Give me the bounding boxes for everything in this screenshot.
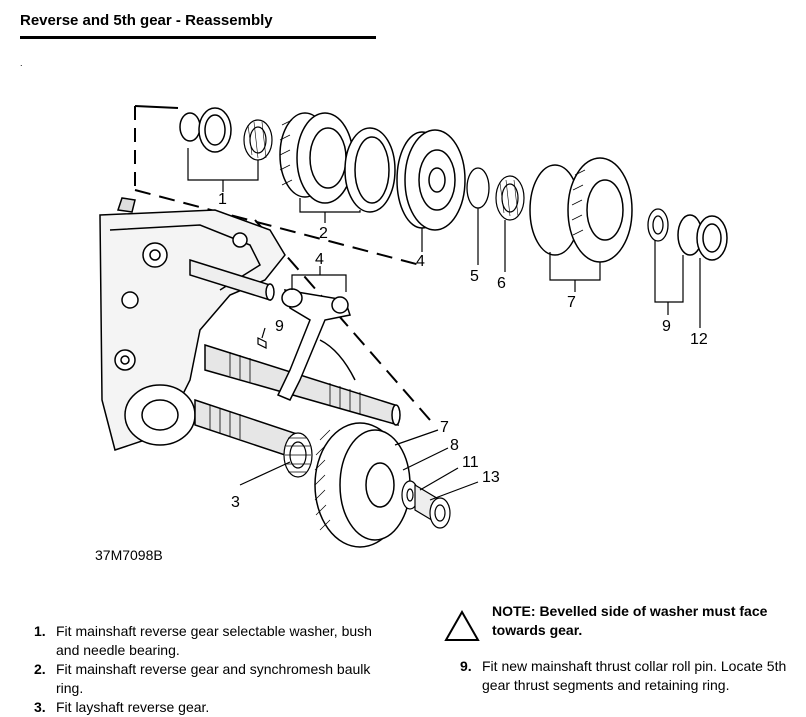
callout-9-pin: 9 — [275, 318, 284, 335]
roll-pin — [257, 337, 267, 349]
circlip — [466, 167, 490, 209]
thrust-collar — [677, 214, 728, 261]
title-underline — [20, 36, 376, 39]
warning-triangle-icon — [444, 610, 480, 641]
mainshaft — [204, 343, 401, 427]
synchro-hub — [396, 129, 466, 231]
step-number: 1. — [34, 623, 46, 639]
callout-13: 13 — [482, 469, 500, 486]
step-list: 1. Fit mainshaft reverse gear selectable… — [34, 622, 394, 717]
step-text: Fit new mainshaft thrust collar roll pin… — [482, 658, 787, 693]
fifth-gear-needle-bearing — [495, 175, 525, 221]
callout-2: 2 — [319, 225, 328, 242]
step-number: 2. — [34, 661, 46, 677]
step-text: Fit mainshaft reverse gear and synchrome… — [56, 661, 371, 696]
reverse-gear-bush — [179, 107, 232, 153]
baulk-ring — [344, 127, 396, 213]
step-1: 1. Fit mainshaft reverse gear selectable… — [34, 622, 394, 660]
figure-reference: 37M7098B — [95, 547, 163, 563]
fifth-gear-mainshaft — [529, 157, 633, 263]
callout-11: 11 — [462, 454, 479, 471]
callout-12: 12 — [690, 331, 708, 348]
step-number: 9. — [460, 658, 472, 674]
callout-4-top: 4 — [416, 253, 425, 270]
step-9: 9. Fit new mainshaft thrust collar roll … — [460, 657, 800, 695]
callout-5: 5 — [470, 268, 479, 285]
callout-leaders — [187, 148, 701, 501]
exploded-gear-diagram: 1 2 4 5 6 7 9 12 4 9 7 8 11 13 3 — [99, 105, 728, 548]
step-2: 2. Fit mainshaft reverse gear and synchr… — [34, 660, 394, 698]
assembly-bracket — [134, 105, 431, 421]
callout-9-top: 9 — [662, 318, 671, 335]
step-3: 3. Fit layshaft reverse gear. — [34, 698, 394, 717]
stray-mark: . — [20, 58, 23, 68]
retaining-collar — [414, 483, 451, 529]
callout-7-bottom: 7 — [440, 419, 449, 436]
fifth-gear-layshaft — [314, 422, 411, 548]
step-text: Fit mainshaft reverse gear selectable wa… — [56, 623, 372, 658]
callout-1: 1 — [218, 191, 227, 208]
step-number: 3. — [34, 699, 46, 715]
callout-7-top: 7 — [567, 294, 576, 311]
page-title: Reverse and 5th gear - Reassembly — [20, 12, 273, 29]
callout-8: 8 — [450, 437, 459, 454]
needle-bearing — [243, 119, 273, 161]
shaft-support-pin — [189, 258, 275, 302]
mainshaft-reverse-gear — [279, 112, 354, 204]
callout-4-fork: 4 — [315, 251, 324, 268]
callout-6: 6 — [497, 275, 506, 292]
callout-3: 3 — [231, 494, 240, 511]
gearbox-casing — [99, 197, 286, 451]
layshaft-reverse-gear — [283, 432, 313, 478]
step-text: Fit layshaft reverse gear. — [56, 699, 210, 715]
thrust-segments — [647, 208, 669, 242]
selector-fork — [276, 288, 356, 401]
note-text: NOTE: Bevelled side of washer must face … — [492, 603, 768, 638]
